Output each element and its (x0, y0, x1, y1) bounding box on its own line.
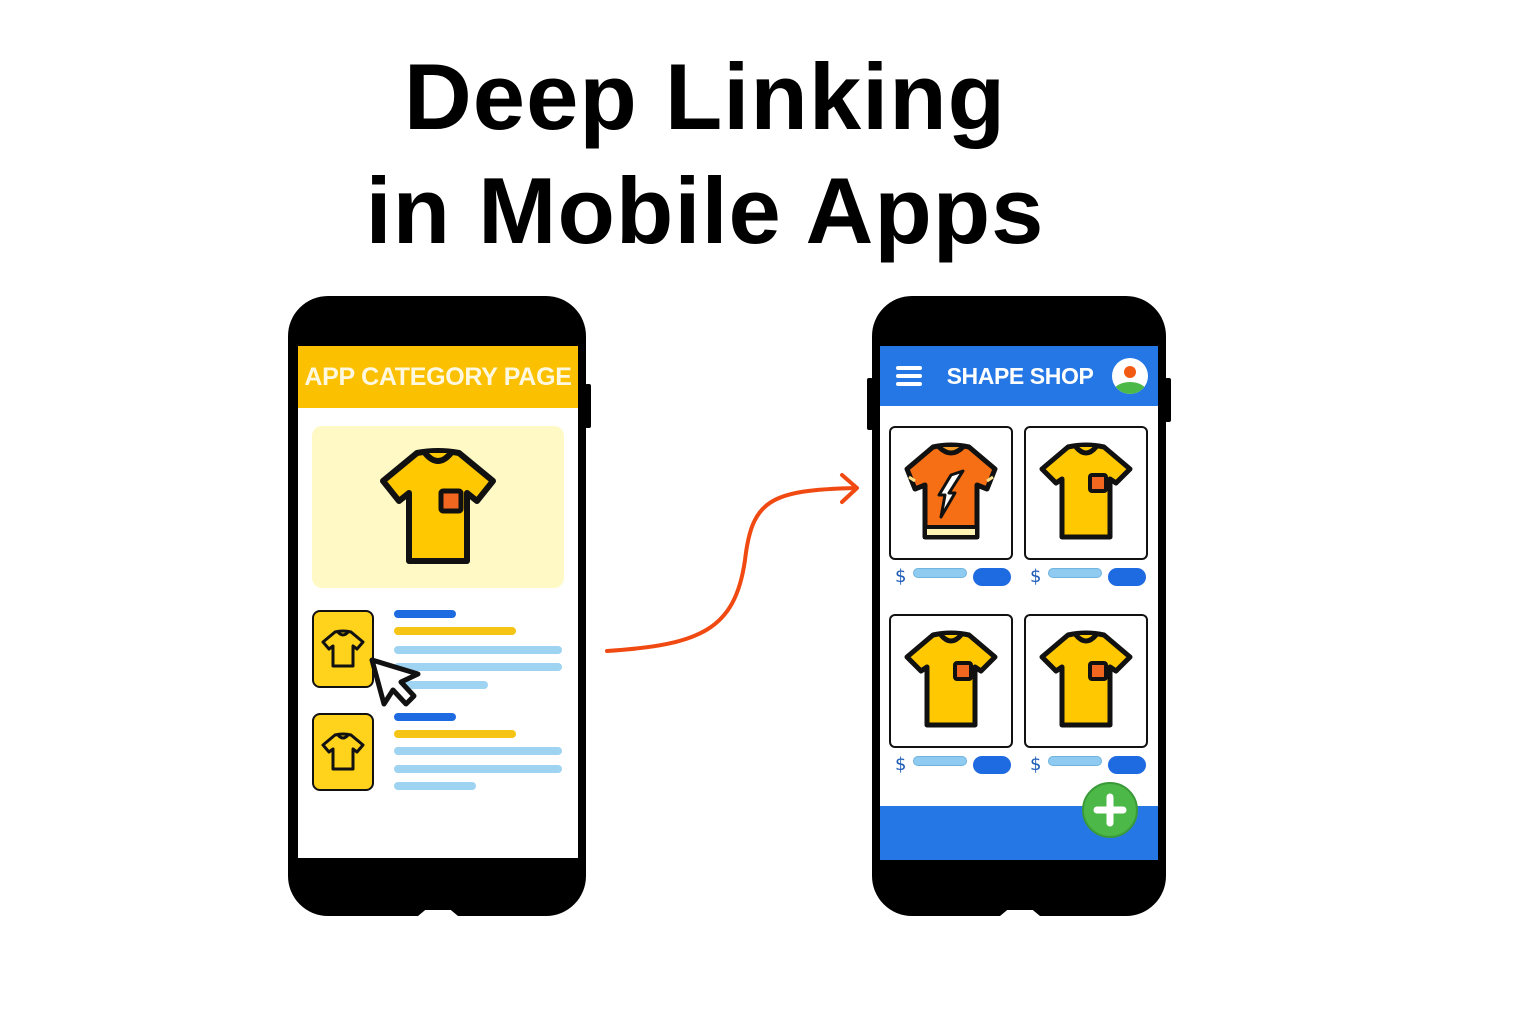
product-card[interactable] (889, 426, 1013, 560)
text-bar (394, 747, 562, 755)
title-bar (394, 713, 456, 721)
tshirt-yellow-pocket-icon (1039, 630, 1133, 728)
title-line-2: in Mobile Apps (365, 158, 1045, 263)
text-bar (394, 663, 562, 671)
price-bar (1048, 756, 1102, 766)
list-item-thumbnail[interactable] (312, 610, 374, 688)
text-bar (394, 765, 562, 773)
tshirt-yellow-pocket-icon (1039, 442, 1133, 540)
phone-category-page: APP CATEGORY PAGE (288, 296, 591, 916)
tshirt-icon (321, 629, 365, 668)
subtitle-bar (394, 627, 516, 635)
buy-button[interactable] (1108, 756, 1146, 774)
price-row: $ (889, 752, 1013, 776)
category-screen: APP CATEGORY PAGE (298, 346, 578, 858)
price-row: $ (1024, 564, 1148, 588)
hero-banner[interactable] (312, 426, 564, 588)
list-item[interactable] (312, 610, 564, 690)
plus-icon (1093, 793, 1127, 827)
text-bar (394, 681, 488, 689)
title-line-1: Deep Linking (403, 44, 1007, 149)
phone-notch (418, 910, 458, 916)
side-button (867, 378, 873, 430)
price-bar (913, 568, 967, 578)
product-card[interactable] (1024, 426, 1148, 560)
tshirt-yellow-pocket-icon (380, 448, 496, 564)
buy-button[interactable] (973, 756, 1011, 774)
buy-button[interactable] (973, 568, 1011, 586)
list-item[interactable] (312, 713, 564, 793)
shop-title: SHAPE SHOP (946, 362, 1094, 389)
side-button (1165, 378, 1171, 422)
shop-header: SHAPE SHOP (880, 346, 1158, 406)
hamburger-menu-icon[interactable] (896, 366, 922, 386)
buy-button[interactable] (1108, 568, 1146, 586)
page-title: Deep Linking in Mobile Apps (0, 40, 1410, 268)
tshirt-orange-bolt-icon (904, 442, 998, 540)
pointer-cursor-icon (369, 657, 421, 707)
price-bar (913, 756, 967, 766)
price-bar (1048, 568, 1102, 578)
price-row: $ (1024, 752, 1148, 776)
shop-screen: SHAPE SHOP $ $ (880, 346, 1158, 860)
currency-symbol: $ (895, 566, 907, 587)
currency-symbol: $ (895, 754, 907, 775)
text-bar (394, 646, 562, 654)
user-avatar-icon[interactable] (1112, 358, 1148, 394)
title-bar (394, 610, 456, 618)
category-header: APP CATEGORY PAGE (298, 346, 578, 408)
phone-notch (1000, 910, 1040, 916)
tshirt-yellow-pocket-icon (904, 630, 998, 728)
product-card[interactable] (889, 614, 1013, 748)
phone-shop-app: SHAPE SHOP $ $ (867, 296, 1171, 916)
product-card[interactable] (1024, 614, 1148, 748)
side-button (585, 384, 591, 428)
add-button[interactable] (1082, 782, 1138, 838)
list-item-thumbnail[interactable] (312, 713, 374, 791)
currency-symbol: $ (1030, 566, 1042, 587)
price-row: $ (889, 564, 1013, 588)
tshirt-icon (321, 732, 365, 771)
subtitle-bar (394, 730, 516, 738)
text-bar (394, 782, 476, 790)
currency-symbol: $ (1030, 754, 1042, 775)
